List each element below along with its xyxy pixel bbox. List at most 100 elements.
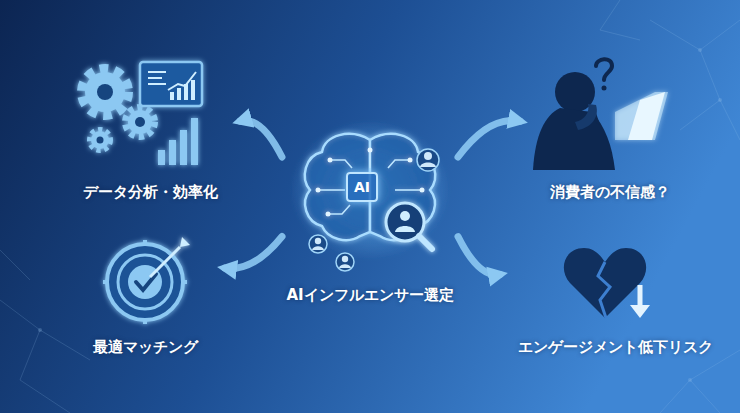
brain-icon-part-part xyxy=(369,150,371,168)
person-icon-part xyxy=(336,253,354,271)
chart-board-icon-part-part xyxy=(148,71,166,73)
brain-icon-part-part xyxy=(316,188,321,193)
person-icon-part xyxy=(342,256,348,262)
person-icon-part xyxy=(424,152,432,160)
target-icon-part xyxy=(150,247,180,277)
gear-icon-part xyxy=(128,110,152,134)
brain-icon-part xyxy=(290,120,450,260)
ai-chip: AI xyxy=(346,172,378,202)
curved-arrow xyxy=(240,120,282,157)
gear-icon-part xyxy=(97,84,113,100)
person-icon-part xyxy=(417,149,439,171)
brain-icon-part xyxy=(305,134,370,240)
brain-icon xyxy=(290,120,450,260)
network-dots-part xyxy=(698,48,702,52)
gear-icon-part xyxy=(83,70,127,114)
target-icon-part-part xyxy=(143,240,147,246)
chart-board-icon-part-part xyxy=(148,77,162,79)
curved-arrow xyxy=(458,237,500,275)
brain-icon-part-part xyxy=(388,160,410,168)
magnifier-icon-part xyxy=(419,236,432,249)
gear-icon-part xyxy=(90,130,110,150)
network-lines-part xyxy=(0,250,90,413)
broken-heart-icon xyxy=(564,248,650,318)
brain-icon-part-part xyxy=(420,188,425,193)
person-icon-part xyxy=(420,163,436,168)
chart-board-icon xyxy=(140,62,202,106)
target-icon-part xyxy=(103,240,187,324)
person-icon-part xyxy=(315,238,321,244)
broken-heart-icon-part xyxy=(630,305,650,318)
network-dots-part xyxy=(688,378,692,382)
network-dots xyxy=(38,48,722,382)
question-mark-icon-part xyxy=(596,59,612,80)
chart-board-icon-part xyxy=(148,72,166,84)
bar-chart-icon-part xyxy=(180,130,187,165)
curved-arrow xyxy=(458,120,520,157)
node-label: AIインフルエンサー選定 xyxy=(286,285,453,305)
chart-board-icon-part-part xyxy=(148,83,166,85)
brain-icon-part-part xyxy=(326,212,331,217)
network-lines-part xyxy=(600,0,640,40)
node-label: 最適マッチング xyxy=(93,337,198,357)
question-mark-icon-part xyxy=(602,86,607,91)
chart-board-icon-part-part xyxy=(191,80,195,100)
target-icon-part xyxy=(136,274,156,290)
target-icon xyxy=(103,237,190,324)
brain-icon-part-part xyxy=(328,158,333,163)
target-icon-part-part xyxy=(143,318,147,324)
magnifier-icon xyxy=(386,203,432,249)
thinking-person-icon xyxy=(533,72,668,170)
thinking-person-icon-part xyxy=(575,104,597,130)
chip-label: AI xyxy=(354,177,370,197)
gear-icon-part xyxy=(135,117,145,127)
chart-board-icon-part-part xyxy=(177,88,181,100)
curved-arrow xyxy=(225,237,282,269)
bar-chart-icon-part xyxy=(191,118,198,165)
benefit-node: データ分析・効率化 xyxy=(60,55,240,202)
person-icon-part xyxy=(339,264,351,268)
target-icon-part-part xyxy=(103,280,109,284)
gear-icon-part xyxy=(97,137,104,144)
thinking-person-icon-part xyxy=(533,108,615,170)
broken-heart-icon-part xyxy=(598,262,610,318)
benefit-node: 最適マッチング xyxy=(65,230,225,357)
thinking-person-icon-part xyxy=(615,92,668,140)
gear-icon-part xyxy=(91,131,109,149)
network-dots-part xyxy=(718,98,722,102)
brain-icon-part-part xyxy=(395,189,422,191)
node-label: 消費者の不信感？ xyxy=(550,182,670,202)
chart-board-icon-part-part xyxy=(170,92,174,100)
broken-heart-icon-part xyxy=(638,285,643,307)
chart-board-icon-part xyxy=(140,62,202,106)
brain-icon-part-part xyxy=(328,205,350,214)
target-icon-part xyxy=(180,237,190,247)
magnifier-icon-part xyxy=(400,211,410,221)
network-dots-part xyxy=(38,328,42,332)
brain-icon-part-part xyxy=(330,160,352,168)
node-label: データ分析・効率化 xyxy=(83,182,218,202)
bar-chart-icon xyxy=(158,118,198,165)
risk-node: エンゲージメント低下リスク xyxy=(500,230,730,357)
chart-board-icon-part xyxy=(168,72,196,90)
node-label: エンゲージメント低下リスク xyxy=(518,337,713,357)
thinking-person-icon-part xyxy=(628,92,665,140)
gear-icon-part xyxy=(126,108,154,136)
target-icon-part-part xyxy=(181,280,187,284)
person-icon-part xyxy=(309,235,327,253)
person-icon xyxy=(309,149,439,271)
gear-icon-part xyxy=(85,72,125,112)
target-icon-part xyxy=(107,244,183,320)
bar-chart-icon-part xyxy=(158,150,165,165)
bar-chart-icon-part xyxy=(169,140,176,165)
brain-icon-part-part xyxy=(408,158,413,163)
brain-icon-part-part xyxy=(318,189,345,191)
chart-board-icon-part xyxy=(170,80,195,100)
brain-icon-part-part xyxy=(368,148,373,153)
risk-node: 消費者の不信感？ xyxy=(520,55,700,202)
question-mark-icon xyxy=(596,59,612,90)
